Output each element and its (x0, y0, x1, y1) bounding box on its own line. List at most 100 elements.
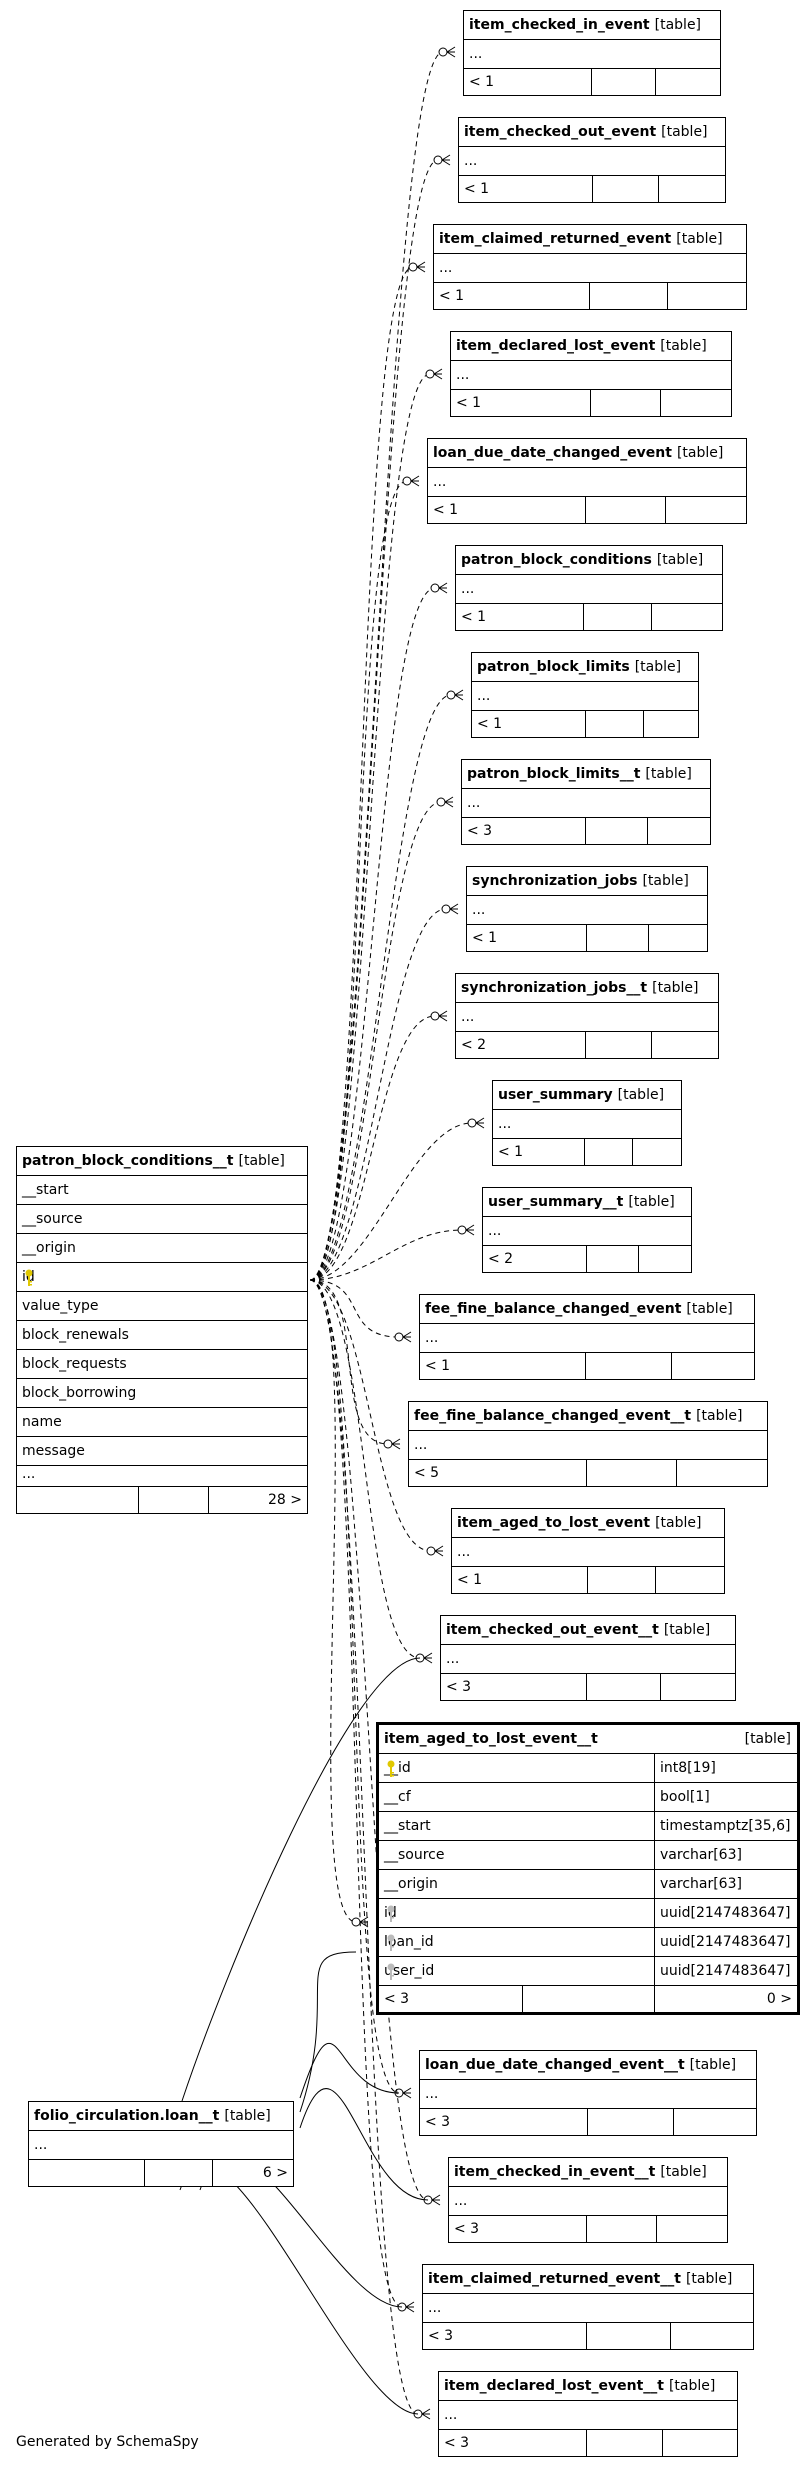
table-loan-due-date-changed-event-t[interactable]: loan_due_date_changed_event__t[table] ..… (419, 2050, 757, 2136)
table-footer: 6 > (29, 2160, 293, 2186)
relationship-line (309, 587, 436, 1281)
column-row: block_renewals (17, 1321, 307, 1350)
table-fee-fine-balance-changed-event[interactable]: fee_fine_balance_changed_event[table] ..… (419, 1294, 755, 1380)
table-name: item_checked_out_event (464, 124, 657, 140)
table-tag: [table] (663, 1622, 711, 1638)
relationship-line (309, 1279, 421, 1659)
table-footer: < 1 (459, 176, 725, 202)
column-ellipsis: ... (425, 1330, 439, 1346)
relationship-line (309, 1279, 357, 1923)
table-item-checked-out-event[interactable]: item_checked_out_event[table] ... < 1 (458, 117, 726, 203)
column-row: block_requests (17, 1350, 307, 1379)
table-tag: [table] (656, 552, 704, 568)
crows-foot-marker (394, 1331, 412, 1343)
crows-foot-marker (433, 154, 451, 166)
column-ellipsis: ... (439, 260, 453, 276)
table-tag: [table] (645, 766, 692, 782)
table-name: fee_fine_balance_changed_event (425, 1301, 682, 1317)
table-tag: [table] (652, 980, 699, 996)
table-user-summary-t[interactable]: user_summary__t[table] ... < 2 (482, 1187, 692, 1273)
column-ellipsis: ... (461, 1009, 475, 1025)
relationship-line (309, 480, 408, 1281)
table-item-checked-in-event[interactable]: item_checked_in_event[table] ... < 1 (463, 10, 721, 96)
column-ellipsis: ... (467, 795, 481, 811)
relationship-line (309, 801, 442, 1281)
table-tag: [table] (642, 873, 689, 889)
table-patron-block-limits-t[interactable]: patron_block_limits__t[table] ... < 3 (461, 759, 711, 845)
table-name: synchronization_jobs (472, 873, 638, 889)
relationship-line (309, 908, 447, 1281)
column-ellipsis: ... (461, 581, 475, 597)
table-patron-block-conditions-t[interactable]: patron_block_conditions__t[table] __star… (16, 1146, 308, 1514)
column-ellipsis: ... (454, 2193, 468, 2209)
column-ellipsis: ... (433, 474, 447, 490)
table-footer: < 3 (420, 2109, 756, 2135)
table-item-claimed-returned-event-t[interactable]: item_claimed_returned_event__t[table] ..… (422, 2264, 754, 2350)
relationship-line (309, 373, 431, 1281)
table-loan-due-date-changed-event[interactable]: loan_due_date_changed_event[table] ... <… (427, 438, 747, 524)
relationship-line (299, 2088, 429, 2201)
table-item-checked-in-event-t[interactable]: item_checked_in_event__t[table] ... < 3 (448, 2157, 728, 2243)
crows-foot-marker (383, 1438, 401, 1450)
table-name: synchronization_jobs__t (461, 980, 648, 996)
column-ellipsis: ... (498, 1116, 512, 1132)
table-tag: [table] (654, 17, 702, 33)
table-name: patron_block_conditions__t (22, 1153, 234, 1169)
relationship-line (299, 2042, 400, 2099)
column-ellipsis: ... (469, 46, 483, 62)
table-synchronization-jobs[interactable]: synchronization_jobs[table] ... < 1 (466, 866, 708, 952)
table-user-summary[interactable]: user_summary[table] ... < 1 (492, 1080, 682, 1166)
relationship-line (309, 1229, 463, 1281)
table-tag: [table] (661, 124, 708, 140)
relationship-line (309, 1279, 429, 2201)
table-folio-circulation-loan-t[interactable]: folio_circulation.loan__t[table] ... 6 > (28, 2101, 294, 2187)
table-item-declared-lost-event-t[interactable]: item_declared_lost_event__t[table] ... <… (438, 2371, 738, 2457)
table-tag: [table] (668, 2378, 716, 2394)
crows-foot-marker (446, 689, 464, 701)
column-row: id (17, 1263, 307, 1292)
table-footer: < 3 (449, 2216, 727, 2242)
table-fee-fine-balance-changed-event-t[interactable]: fee_fine_balance_changed_event__t[table]… (408, 1401, 768, 1487)
table-name: item_aged_to_lost_event__t (384, 1731, 598, 1747)
crows-foot-marker (425, 368, 443, 380)
table-item-aged-to-lost-event[interactable]: item_aged_to_lost_event[table] ... < 1 (451, 1508, 725, 1594)
table-footer: < 3 (439, 2430, 737, 2456)
table-item-claimed-returned-event[interactable]: item_claimed_returned_event[table] ... <… (433, 224, 747, 310)
table-footer: < 3 (462, 818, 710, 844)
table-name: patron_block_conditions (461, 552, 652, 568)
table-tag: [table] (238, 1153, 285, 1169)
table-tag: [table] (676, 231, 723, 247)
table-name: item_claimed_returned_event (439, 231, 672, 247)
column-ellipsis: ... (477, 688, 491, 704)
table-tag: [table] (696, 1408, 743, 1424)
table-name: user_summary (498, 1087, 613, 1103)
table-name: item_claimed_returned_event__t (428, 2271, 681, 2287)
table-patron-block-limits[interactable]: patron_block_limits[table] ... < 1 (471, 652, 699, 738)
table-footer: < 1 (464, 69, 720, 95)
table-tag: [table] (628, 1194, 675, 1210)
column-ellipsis: ... (464, 153, 478, 169)
table-patron-block-conditions[interactable]: patron_block_conditions[table] ... < 1 (455, 545, 723, 631)
column-row: __origin (17, 1234, 307, 1263)
crows-foot-marker (408, 261, 426, 273)
table-synchronization-jobs-t[interactable]: synchronization_jobs__t[table] ... < 2 (455, 973, 719, 1059)
table-tag: [table] (685, 2271, 733, 2287)
relationship-line (309, 266, 414, 1281)
table-item-checked-out-event-t[interactable]: item_checked_out_event__t[table] ... < 3 (440, 1615, 736, 1701)
column-row: __start (17, 1176, 307, 1205)
relationship-line (309, 159, 439, 1281)
column-ellipsis: ... (22, 1466, 36, 1482)
column-ellipsis: ... (414, 1437, 428, 1453)
table-item-declared-lost-event[interactable]: item_declared_lost_event[table] ... < 1 (450, 331, 732, 417)
crows-foot-marker (351, 1916, 369, 1928)
relationship-line (299, 1951, 357, 2113)
relationship-line (309, 1279, 400, 1338)
column-ellipsis: ... (428, 2300, 442, 2316)
